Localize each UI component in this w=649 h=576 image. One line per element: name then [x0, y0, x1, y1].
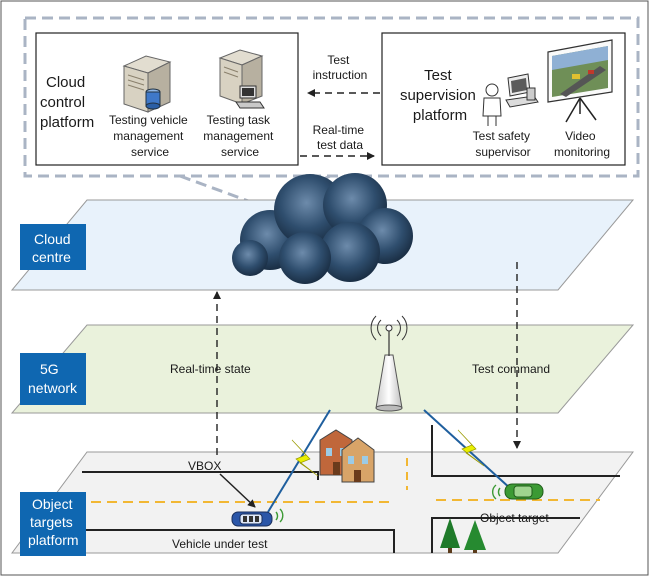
- testing-task-management-service-label: Testing task management service: [203, 113, 276, 159]
- dashed-frame: [23, 16, 640, 178]
- test-safety-supervisor-label: Test safety supervisor: [473, 129, 534, 159]
- lightning-right-icon: [457, 429, 485, 467]
- cloud-platform-title: Cloud control platform: [40, 74, 94, 131]
- supervisor-computer-icon: [482, 73, 539, 126]
- server-terminal-icon: [218, 49, 265, 109]
- vehicle-under-test-label: Vehicle under test: [172, 537, 268, 551]
- object-targets-platform-label-text: Object targets platform: [28, 496, 79, 548]
- object-target-label: Object target: [480, 511, 549, 525]
- top-panel: Cloud control platform Testing vehicle m…: [23, 16, 640, 208]
- trees-icon: [440, 518, 486, 553]
- layer-label-cloud-centre: Cloud centre: [20, 224, 86, 270]
- lightning-left-icon: [291, 439, 319, 477]
- video-monitoring-label: Video monitoring: [554, 129, 610, 159]
- server-database-icon: [122, 55, 172, 113]
- object-target-icon: [492, 483, 544, 500]
- layer-label-object-targets-platform: Object targets platform: [20, 492, 86, 556]
- realtime-state-label: Real-time state: [170, 362, 251, 376]
- houses-icon: [319, 429, 375, 483]
- 5g-network-label-text: 5G network: [28, 361, 78, 396]
- supervision-platform-title: Test supervision platform: [400, 67, 480, 124]
- vbox-label: VBOX: [188, 459, 221, 473]
- layer-label-5g-network: 5G network: [20, 353, 86, 405]
- testing-vehicle-management-service-label: Testing vehicle management service: [109, 113, 191, 159]
- cloud-icon: [232, 173, 413, 284]
- cloud-centre-label-text: Cloud centre: [32, 231, 74, 265]
- video-monitor-icon: [547, 39, 613, 123]
- vehicle-under-test-icon: [231, 508, 284, 527]
- test-command-label: Test command: [472, 362, 550, 376]
- base-station-tower-icon: [370, 315, 408, 412]
- test-instruction-label: Test instruction: [313, 53, 368, 82]
- realtime-test-data-label: Real-time test data: [313, 123, 368, 152]
- vbox-pointer-arrow: [219, 473, 256, 508]
